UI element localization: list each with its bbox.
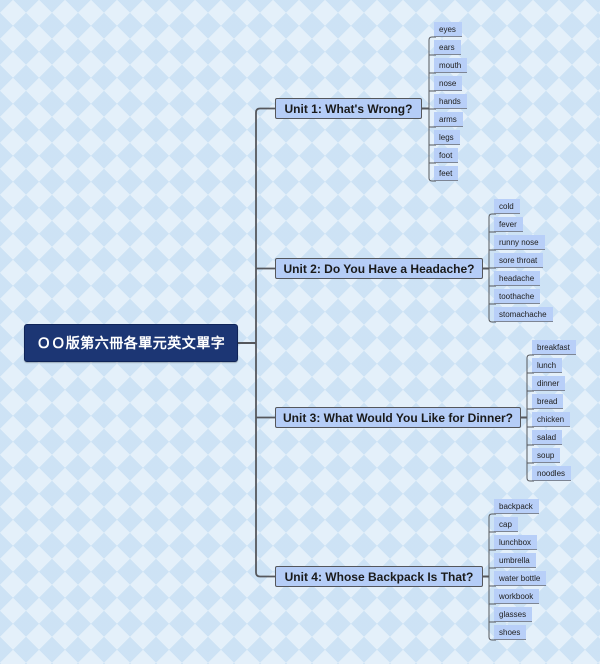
unit-1-topic[interactable]: Unit 1: What's Wrong?: [275, 98, 422, 119]
unit-3-word[interactable]: lunch: [532, 358, 563, 373]
root-topic[interactable]: ＯＯ版第六冊各單元英文單字: [24, 324, 238, 362]
unit-1-word[interactable]: mouth: [434, 58, 468, 73]
unit-3-word[interactable]: breakfast: [532, 340, 576, 355]
unit-2-topic[interactable]: Unit 2: Do You Have a Headache?: [275, 258, 483, 279]
unit-2-word[interactable]: cold: [494, 199, 520, 214]
unit-1-word[interactable]: foot: [434, 148, 459, 163]
unit-4-word[interactable]: umbrella: [494, 553, 536, 568]
unit-1-word[interactable]: eyes: [434, 22, 462, 37]
unit-2-word[interactable]: sore throat: [494, 253, 544, 268]
unit-3-word[interactable]: dinner: [532, 376, 566, 391]
unit-2-word[interactable]: stomachache: [494, 307, 553, 322]
unit-4-word[interactable]: cap: [494, 517, 518, 532]
unit-2-word[interactable]: headache: [494, 271, 541, 286]
unit-3-word[interactable]: bread: [532, 394, 564, 409]
unit-4-word[interactable]: glasses: [494, 607, 533, 622]
unit-3-topic[interactable]: Unit 3: What Would You Like for Dinner?: [275, 407, 521, 428]
unit-2-word[interactable]: toothache: [494, 289, 541, 304]
unit-4-word[interactable]: backpack: [494, 499, 539, 514]
unit-1-word[interactable]: ears: [434, 40, 461, 55]
unit-1-word[interactable]: arms: [434, 112, 463, 127]
unit-1-word[interactable]: nose: [434, 76, 463, 91]
unit-3-word[interactable]: noodles: [532, 466, 572, 481]
unit-4-word[interactable]: water bottle: [494, 571, 547, 586]
unit-3-word[interactable]: soup: [532, 448, 561, 463]
unit-1-word[interactable]: hands: [434, 94, 467, 109]
unit-1-word[interactable]: legs: [434, 130, 460, 145]
unit-4-word[interactable]: lunchbox: [494, 535, 538, 550]
unit-4-topic[interactable]: Unit 4: Whose Backpack Is That?: [275, 566, 483, 587]
unit-2-word[interactable]: fever: [494, 217, 523, 232]
unit-3-word[interactable]: chicken: [532, 412, 571, 427]
unit-4-word[interactable]: workbook: [494, 589, 540, 604]
unit-2-word[interactable]: runny nose: [494, 235, 545, 250]
unit-3-word[interactable]: salad: [532, 430, 563, 445]
unit-4-word[interactable]: shoes: [494, 625, 527, 640]
unit-1-word[interactable]: feet: [434, 166, 459, 181]
